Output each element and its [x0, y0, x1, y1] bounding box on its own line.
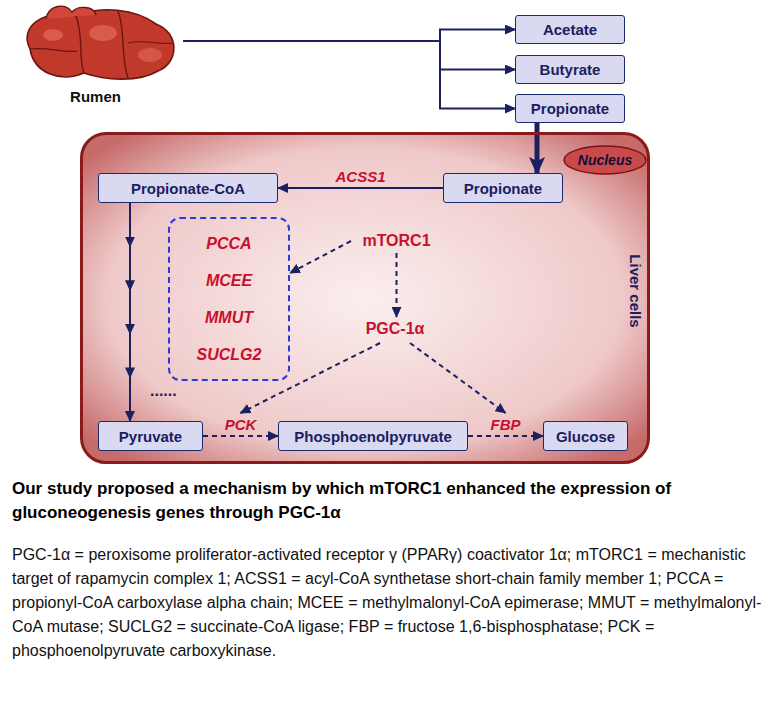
metabolite-box: Phosphoenolpyruvate: [278, 421, 468, 451]
regulation-arrow: [410, 343, 506, 413]
node-text: Nucleus: [578, 152, 632, 168]
node-text: Butyrate: [540, 61, 601, 78]
acid-box: Butyrate: [515, 55, 625, 84]
enzyme-label: ACSS1: [335, 168, 385, 185]
thick-arrow: [535, 123, 540, 173]
connector: [290, 241, 351, 273]
node-text: Propionate: [531, 100, 609, 117]
metabolite-box: Glucose: [543, 421, 628, 451]
connector: [183, 30, 515, 42]
nucleus-ellipse: Nucleus: [563, 145, 647, 175]
metabolite-box: Pyruvate: [98, 421, 203, 451]
gene-name: MCEE: [206, 272, 252, 290]
connector: [396, 253, 398, 317]
node-text: Glucose: [556, 428, 615, 445]
connector: [468, 435, 543, 437]
node-text: Acetate: [543, 21, 597, 38]
node-text: Liver cells: [627, 254, 644, 327]
caption: Our study proposed a mechanism by which …: [12, 477, 764, 525]
connector: [129, 203, 131, 421]
abbreviation-note: PGC-1α = peroxisome proliferator-activat…: [12, 543, 764, 663]
node-text: mTORC1: [362, 232, 430, 250]
gene-name: SUCLG2: [197, 346, 262, 364]
gene-name: PCCA: [206, 235, 251, 253]
enzyme-label: FBP: [491, 416, 521, 433]
node-text: Propionate: [464, 180, 542, 197]
enzyme-label: PCK: [225, 416, 257, 433]
acid-box: Propionate: [515, 94, 625, 123]
node-text: Pyruvate: [119, 428, 182, 445]
ellipsis-label: ......: [150, 382, 177, 400]
regulator-text: PGC-1α: [355, 317, 435, 341]
node-text: PGC-1α: [366, 320, 425, 338]
acid-box: Acetate: [515, 15, 625, 44]
gene-name: MMUT: [205, 309, 253, 327]
node-text: Propionate-CoA: [131, 180, 245, 197]
connector: [278, 187, 443, 189]
regulator-text: mTORC1: [353, 229, 440, 253]
connector: [183, 41, 515, 109]
metabolite-box: Propionate: [443, 173, 563, 203]
node-text: Rumen: [70, 88, 121, 105]
liver-fill: [82, 134, 648, 462]
connector: [183, 41, 515, 70]
node-text: Phosphoenolpyruvate: [294, 428, 452, 445]
rumen-organ: Rumen: [8, 3, 183, 107]
gene-group-box: PCCA MCEE MMUT SUCLG2: [168, 217, 290, 381]
connector: [203, 435, 278, 437]
metabolite-box: Propionate-CoA: [98, 173, 278, 203]
